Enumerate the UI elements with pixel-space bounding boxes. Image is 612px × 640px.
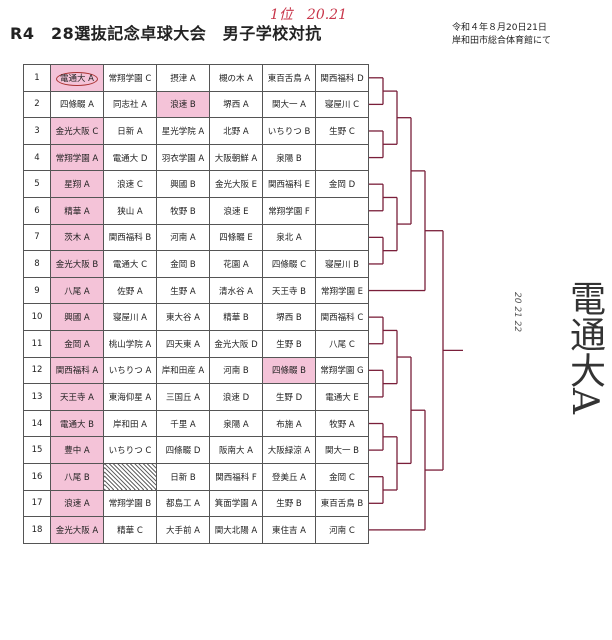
team-cell: 常翔学園 E: [315, 276, 369, 305]
circled-team: 電通大 A: [55, 71, 99, 86]
team-cell: 浪速 C: [103, 170, 157, 198]
team-cell: 興國 A: [50, 303, 104, 331]
team-cell: 金岡 B: [156, 250, 210, 278]
team-cell: 関大一 A: [262, 90, 316, 119]
tournament-title: R4 28選抜記念卓球大会 男子学校対抗: [10, 24, 322, 43]
team-cell: 四天東 A: [156, 329, 210, 358]
group-number: 17: [23, 489, 51, 518]
team-cell: 金光大阪 A: [50, 516, 104, 544]
team-cell: 関大北陽 A: [209, 516, 263, 544]
team-cell: 東大谷 A: [156, 303, 210, 331]
team-cell: 羽衣学園 A: [156, 143, 210, 172]
team-cell: 関西福科 A: [50, 356, 104, 385]
team-cell: 東百舌鳥 A: [262, 64, 316, 92]
winner-label: 電通大A: [564, 280, 605, 414]
team-cell: いちりつ C: [103, 436, 157, 464]
team-cell: 浪速 B: [156, 90, 210, 119]
team-cell: 日新 A: [103, 117, 157, 145]
team-cell: 堺西 A: [209, 90, 263, 119]
team-cell: 生野 C: [315, 117, 369, 145]
team-cell: 天王寺 B: [262, 276, 316, 305]
team-cell: 牧野 A: [315, 409, 369, 438]
team-cell: 寝屋川 B: [315, 250, 369, 278]
team-cell: 千里 A: [156, 409, 210, 438]
team-cell: 関西福科 B: [103, 223, 157, 252]
team-cell: 電通大 C: [103, 250, 157, 278]
team-cell: 河南 A: [156, 223, 210, 252]
team-cell: 寝屋川 C: [315, 90, 369, 119]
team-cell: [103, 462, 157, 491]
score-1: 20: [512, 292, 522, 304]
team-cell: 天王寺 A: [50, 383, 104, 411]
team-cell: [315, 196, 369, 225]
team-cell: 大阪朝鮮 A: [209, 143, 263, 172]
team-cell: 泉陽 A: [209, 409, 263, 438]
team-cell: 金岡 A: [50, 329, 104, 358]
team-cell: [315, 143, 369, 172]
team-cell: 常翔学園 C: [103, 64, 157, 92]
team-cell: 東百舌鳥 B: [315, 489, 369, 518]
event-venue: 岸和田市総合体育館にて: [452, 36, 552, 46]
team-cell: 星翔 A: [50, 170, 104, 198]
team-cell: 常翔学園 G: [315, 356, 369, 385]
team-cell: 河南 C: [315, 516, 369, 544]
team-cell: 精華 C: [103, 516, 157, 544]
group-number: 18: [23, 516, 51, 544]
team-cell: 大阪緑涼 A: [262, 436, 316, 464]
team-cell: 浪速 D: [209, 383, 263, 411]
event-date: 令和４年８月20日21日: [452, 23, 547, 33]
group-number: 6: [23, 196, 51, 225]
team-cell: 電通大 B: [50, 409, 104, 438]
group-number: 10: [23, 303, 51, 331]
score-3: 22: [512, 320, 522, 333]
team-cell: 興國 B: [156, 170, 210, 198]
team-cell: 八尾 A: [50, 276, 104, 305]
group-number: 3: [23, 117, 51, 145]
team-cell: 佐野 A: [103, 276, 157, 305]
team-cell: 電通大 D: [103, 143, 157, 172]
team-cell: 金岡 D: [315, 170, 369, 198]
team-cell: [315, 223, 369, 252]
group-number: 12: [23, 356, 51, 385]
team-cell: 星光学院 A: [156, 117, 210, 145]
team-cell: 岸和田産 A: [156, 356, 210, 385]
team-cell: 関西福科 D: [315, 64, 369, 92]
team-cell: 花園 A: [209, 250, 263, 278]
team-cell: 箕面学園 A: [209, 489, 263, 518]
handwritten-note: 1位 20.21: [270, 7, 347, 23]
team-cell: いちりつ B: [262, 117, 316, 145]
team-cell: 四條畷 E: [209, 223, 263, 252]
team-cell: 大手前 A: [156, 516, 210, 544]
final-scores: 20 21 22: [510, 292, 524, 332]
team-cell: 八尾 B: [50, 462, 104, 491]
team-cell: 生野 A: [156, 276, 210, 305]
team-cell: 八尾 C: [315, 329, 369, 358]
score-2: 21: [512, 306, 522, 318]
